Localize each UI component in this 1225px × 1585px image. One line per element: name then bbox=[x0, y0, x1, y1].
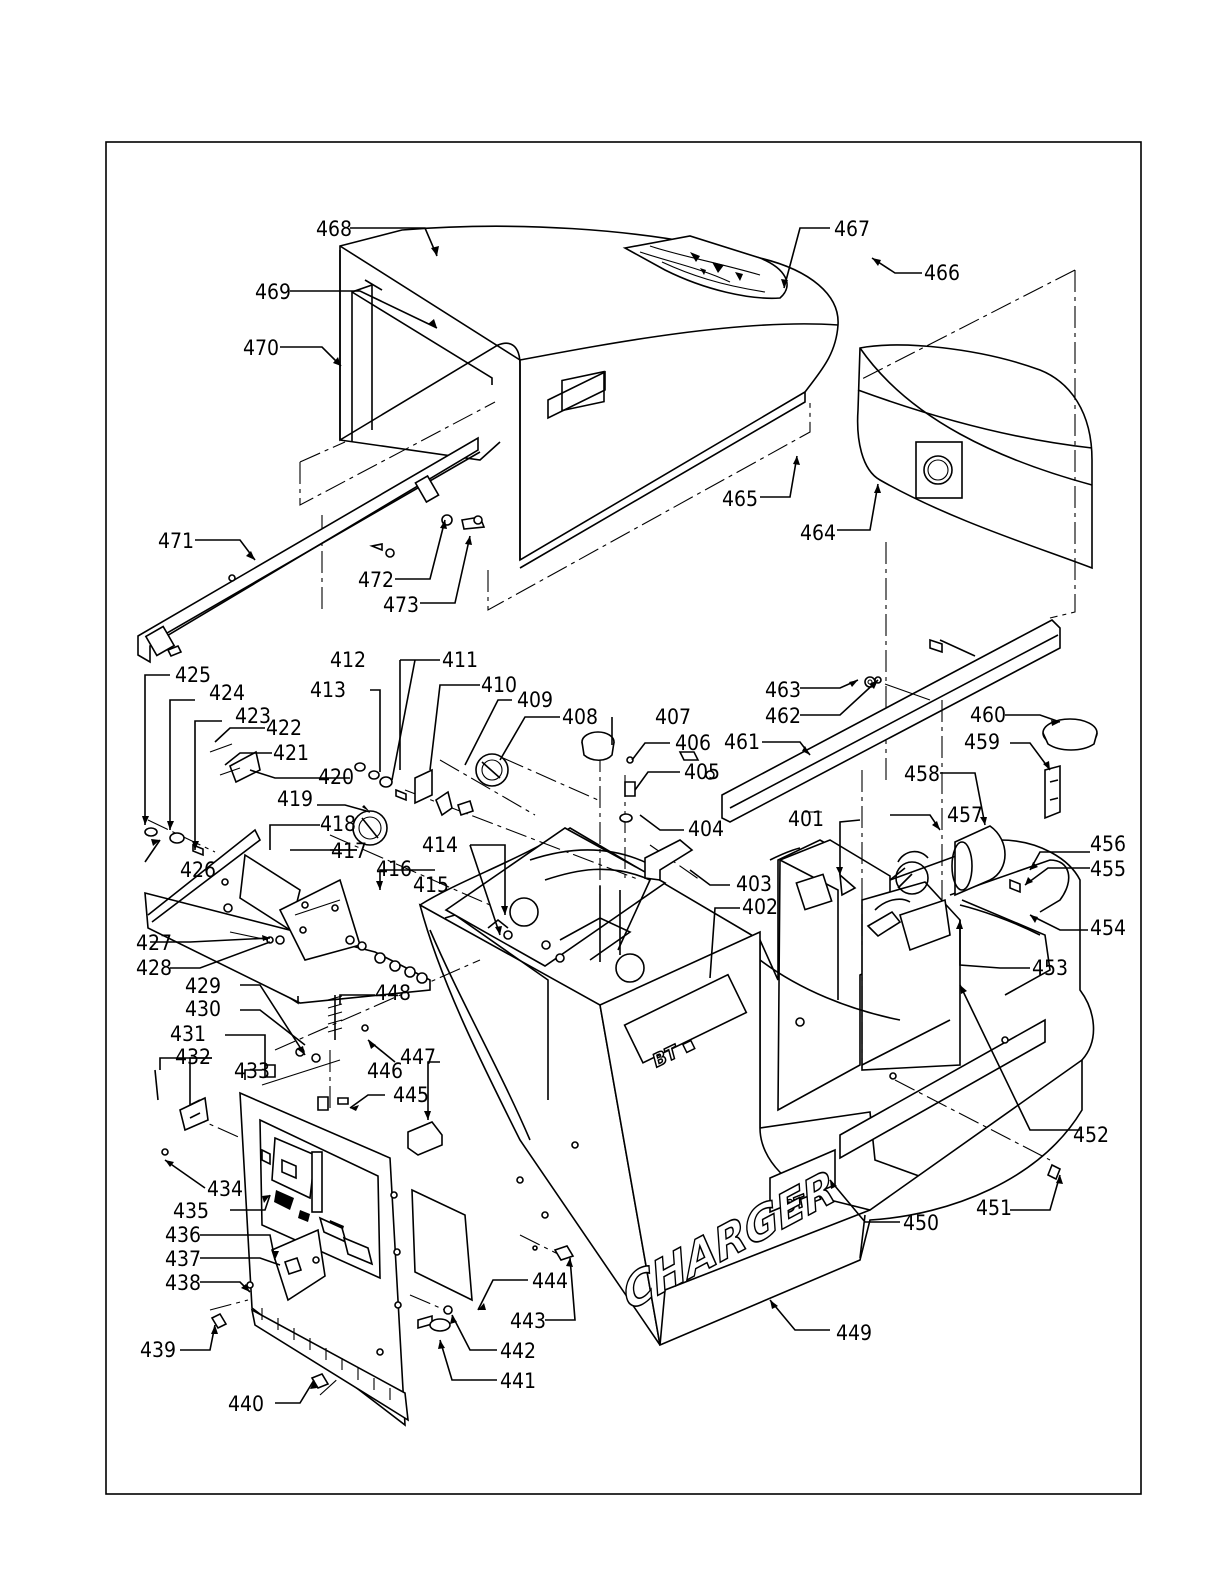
label-471: 471 bbox=[158, 529, 194, 553]
label-401: 401 bbox=[788, 807, 824, 831]
label-430: 430 bbox=[185, 997, 221, 1021]
label-446: 446 bbox=[367, 1059, 403, 1083]
label-431: 431 bbox=[170, 1022, 206, 1046]
label-469: 469 bbox=[255, 280, 291, 304]
label-405: 405 bbox=[684, 760, 720, 784]
front-cover bbox=[856, 344, 1093, 570]
hinge-rail bbox=[137, 436, 481, 664]
label-447: 447 bbox=[400, 1045, 436, 1069]
label-409: 409 bbox=[517, 688, 553, 712]
label-407: 407 bbox=[655, 705, 691, 729]
label-445: 445 bbox=[393, 1083, 429, 1107]
label-455: 455 bbox=[1090, 857, 1126, 881]
front-rail bbox=[721, 619, 1061, 823]
part-number-labels: 401 402 403 404 405 406 407 408 409 410 … bbox=[136, 217, 1126, 1416]
label-457: 457 bbox=[947, 803, 983, 827]
cable-clamp bbox=[417, 1305, 453, 1332]
fuel-fill-cap bbox=[581, 731, 615, 762]
label-434: 434 bbox=[207, 1177, 243, 1201]
label-404: 404 bbox=[688, 817, 724, 841]
grommet bbox=[532, 1245, 575, 1261]
label-422: 422 bbox=[266, 716, 302, 740]
label-456: 456 bbox=[1090, 832, 1126, 856]
hood-cover bbox=[339, 225, 839, 569]
label-411: 411 bbox=[442, 648, 478, 672]
label-448: 448 bbox=[375, 981, 411, 1005]
label-468: 468 bbox=[316, 217, 352, 241]
label-451: 451 bbox=[976, 1196, 1012, 1220]
label-408: 408 bbox=[562, 705, 598, 729]
label-458: 458 bbox=[904, 762, 940, 786]
label-461: 461 bbox=[724, 730, 760, 754]
label-466: 466 bbox=[924, 261, 960, 285]
label-453: 453 bbox=[1032, 956, 1068, 980]
label-449: 449 bbox=[836, 1321, 872, 1345]
label-454: 454 bbox=[1090, 916, 1126, 940]
label-439: 439 bbox=[140, 1338, 176, 1362]
label-472: 472 bbox=[358, 568, 394, 592]
label-419: 419 bbox=[277, 787, 313, 811]
label-415: 415 bbox=[413, 873, 449, 897]
label-403: 403 bbox=[736, 872, 772, 896]
label-465: 465 bbox=[722, 487, 758, 511]
label-402: 402 bbox=[742, 895, 778, 919]
label-443: 443 bbox=[510, 1309, 546, 1333]
label-440: 440 bbox=[228, 1392, 264, 1416]
label-428: 428 bbox=[136, 956, 172, 980]
ignition-switch bbox=[352, 753, 509, 846]
label-437: 437 bbox=[165, 1247, 201, 1271]
label-450: 450 bbox=[903, 1211, 939, 1235]
label-436: 436 bbox=[165, 1223, 201, 1247]
label-460: 460 bbox=[970, 703, 1006, 727]
small-hardware bbox=[144, 743, 474, 984]
label-414: 414 bbox=[422, 833, 458, 857]
label-433: 433 bbox=[234, 1059, 270, 1083]
throttle-linkage bbox=[154, 995, 369, 1156]
tank-assembly bbox=[951, 825, 1006, 897]
label-421: 421 bbox=[273, 741, 309, 765]
label-444: 444 bbox=[532, 1269, 568, 1293]
leader-arrowheads bbox=[142, 246, 1063, 1389]
label-413: 413 bbox=[310, 678, 346, 702]
label-410: 410 bbox=[481, 673, 517, 697]
label-470: 470 bbox=[243, 336, 279, 360]
label-406: 406 bbox=[675, 731, 711, 755]
label-418: 418 bbox=[320, 812, 356, 836]
label-452: 452 bbox=[1073, 1123, 1109, 1147]
label-441: 441 bbox=[500, 1369, 536, 1393]
label-435: 435 bbox=[173, 1199, 209, 1223]
main-chassis: BT ▪ BT ▪ CHARGER bbox=[418, 827, 1095, 1347]
relay bbox=[407, 1121, 443, 1156]
label-438: 438 bbox=[165, 1271, 201, 1295]
label-426: 426 bbox=[180, 858, 216, 882]
label-462: 462 bbox=[765, 704, 801, 728]
label-425: 425 bbox=[175, 663, 211, 687]
front-panel-plate bbox=[239, 1091, 409, 1427]
hinge-fasteners bbox=[369, 514, 486, 558]
label-429: 429 bbox=[185, 974, 221, 998]
label-467: 467 bbox=[834, 217, 870, 241]
label-459: 459 bbox=[964, 730, 1000, 754]
label-432: 432 bbox=[175, 1045, 211, 1069]
latch bbox=[1044, 764, 1061, 820]
leader-lines bbox=[144, 227, 1090, 1404]
knobs bbox=[210, 1163, 1062, 1389]
label-416: 416 bbox=[376, 857, 412, 881]
label-427: 427 bbox=[136, 931, 172, 955]
label-423: 423 bbox=[235, 704, 271, 728]
label-473: 473 bbox=[383, 593, 419, 617]
label-424: 424 bbox=[209, 681, 245, 705]
label-464: 464 bbox=[800, 521, 836, 545]
fuel-cap bbox=[1042, 718, 1098, 751]
label-412: 412 bbox=[330, 648, 366, 672]
label-463: 463 bbox=[765, 678, 801, 702]
label-420: 420 bbox=[318, 765, 354, 789]
side-panel-cover bbox=[411, 1188, 473, 1302]
label-417: 417 bbox=[331, 839, 367, 863]
label-442: 442 bbox=[500, 1339, 536, 1363]
drawing-border bbox=[105, 141, 1142, 1495]
throttle-bracket bbox=[619, 751, 715, 881]
